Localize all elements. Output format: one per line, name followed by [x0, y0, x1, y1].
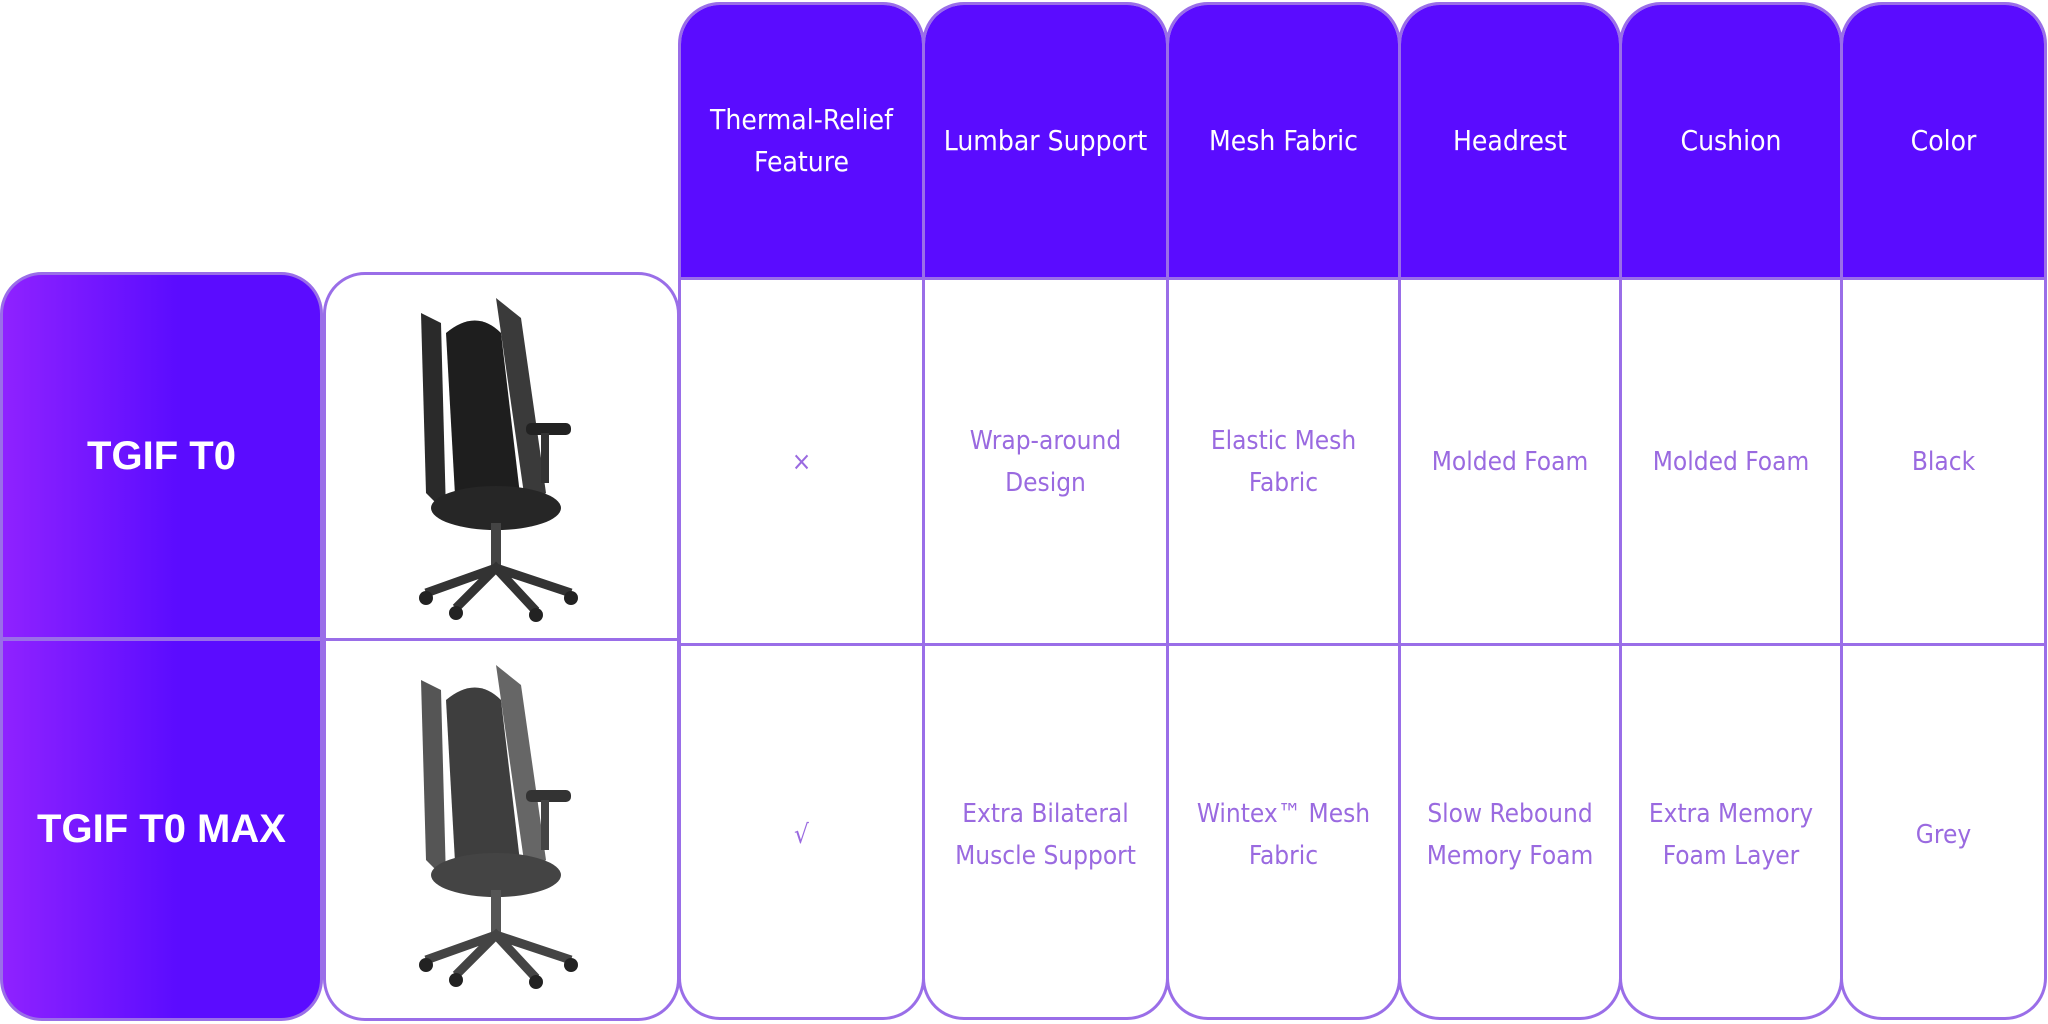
column-thermal-relief: Thermal-Relief Feature × √	[678, 2, 925, 1020]
table-cell: ×	[681, 277, 922, 643]
chair-grey-image	[419, 665, 578, 989]
product-name: TGIF T0	[87, 433, 236, 478]
column-headrest: Headrest Molded Foam Slow Rebound Memory…	[1398, 2, 1622, 1020]
column-color: Color Black Grey	[1840, 2, 2047, 1020]
table-cell: Black	[1843, 277, 2044, 643]
table-cell: Extra Memory Foam Layer	[1622, 643, 1840, 1017]
table-cell: Elastic Mesh Fabric	[1169, 277, 1398, 643]
table-cell: Extra Bilateral Muscle Support	[925, 643, 1166, 1017]
table-cell: √	[681, 643, 922, 1017]
product-image-column	[323, 272, 680, 1021]
product-name: TGIF T0 MAX	[37, 807, 286, 851]
table-cell: Grey	[1843, 643, 2044, 1017]
column-header: Cushion	[1622, 5, 1840, 277]
table-cell: Slow Rebound Memory Foam	[1401, 643, 1619, 1017]
column-header: Headrest	[1401, 5, 1619, 277]
column-header: Lumbar Support	[925, 5, 1166, 277]
chair-black-image	[419, 298, 578, 622]
table-cell: Molded Foam	[1401, 277, 1619, 643]
column-lumbar-support: Lumbar Support Wrap-around Design Extra …	[922, 2, 1169, 1020]
product-label-tgif-t0: TGIF T0	[0, 272, 323, 640]
column-mesh-fabric: Mesh Fabric Elastic Mesh Fabric Wintex™ …	[1166, 2, 1401, 1020]
column-header: Color	[1843, 5, 2044, 277]
row-divider	[326, 638, 677, 641]
column-header: Mesh Fabric	[1169, 5, 1398, 277]
column-cushion: Cushion Molded Foam Extra Memory Foam La…	[1619, 2, 1843, 1020]
product-label-tgif-t0-max: TGIF T0 MAX	[0, 638, 323, 1021]
column-header: Thermal-Relief Feature	[681, 5, 922, 277]
table-cell: Molded Foam	[1622, 277, 1840, 643]
table-cell: Wintex™ Mesh Fabric	[1169, 643, 1398, 1017]
table-cell: Wrap-around Design	[925, 277, 1166, 643]
